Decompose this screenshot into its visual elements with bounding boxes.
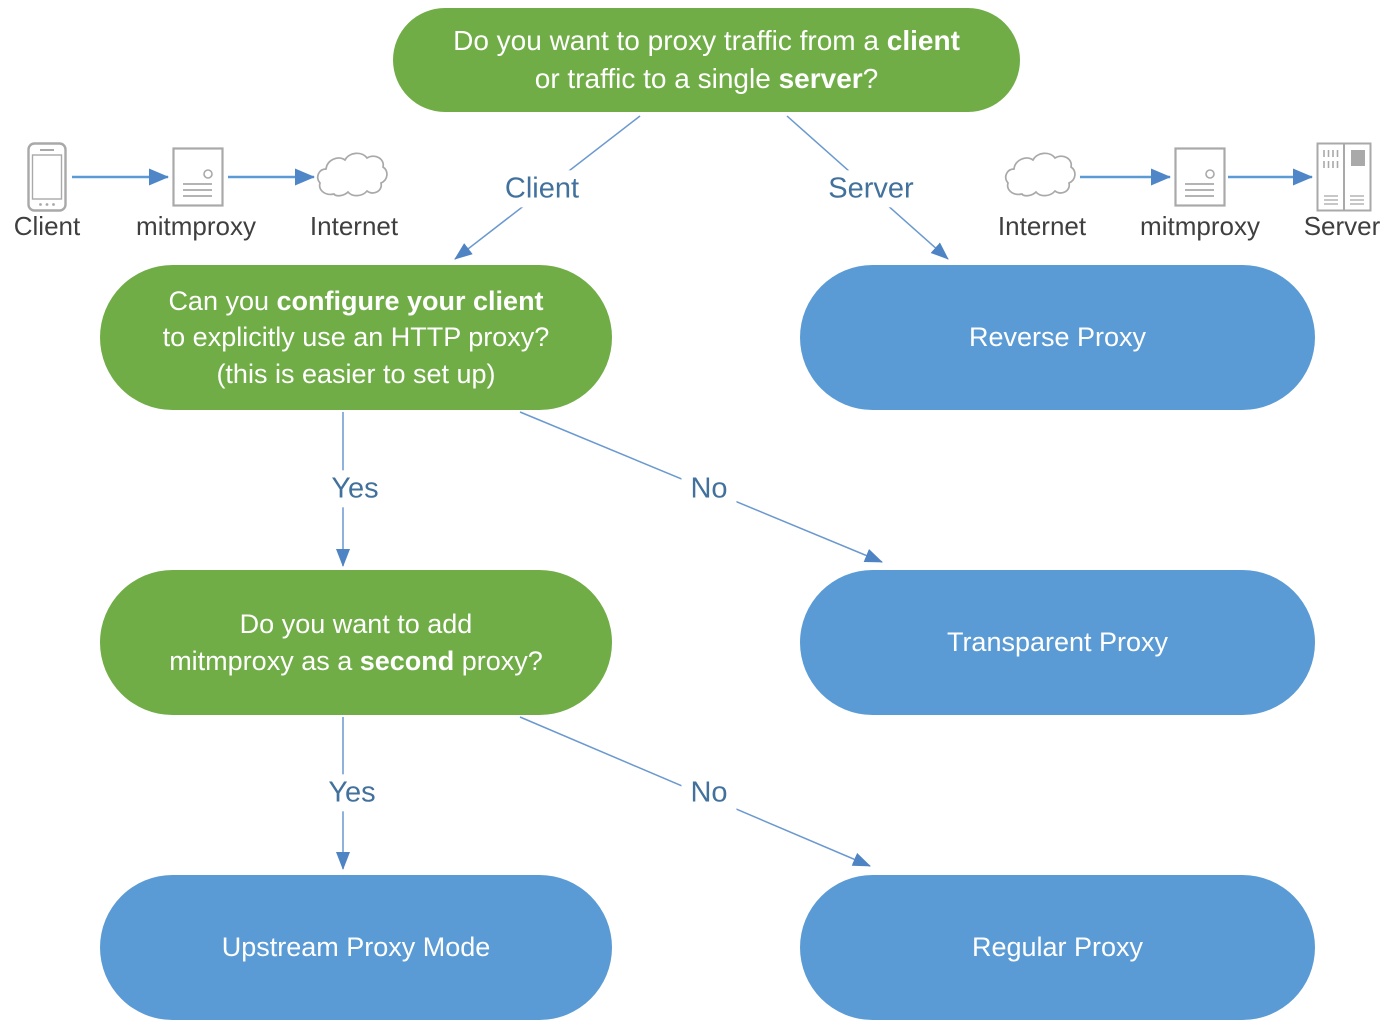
server-rack-icon — [1316, 142, 1372, 217]
icon-label-internet-left: Internet — [309, 211, 399, 241]
edge-label-yes-first: Yes — [322, 470, 388, 508]
icon-label-internet-right: Internet — [997, 211, 1087, 241]
icon-label-server: Server — [1303, 211, 1381, 241]
proxy-server-icon — [1174, 147, 1226, 212]
edge-label-server: Server — [819, 170, 923, 208]
node-reverse-proxy: Reverse Proxy — [800, 265, 1315, 410]
node-root-question: Do you want to proxy traffic from a clie… — [393, 8, 1020, 112]
internet-cloud-icon — [1004, 149, 1078, 206]
smartphone-icon — [27, 142, 67, 217]
proxy-server-icon — [172, 147, 224, 212]
node-transparent-proxy: Transparent Proxy — [800, 570, 1315, 715]
icon-label-mitmproxy-left: mitmproxy — [136, 211, 256, 241]
internet-cloud-icon — [316, 149, 390, 206]
edge-label-no-second: No — [681, 774, 737, 812]
edge-label-yes-second: Yes — [319, 774, 385, 812]
icon-label-client: Client — [13, 211, 81, 241]
node-upstream-proxy-mode: Upstream Proxy Mode — [100, 875, 612, 1020]
icon-label-mitmproxy-right: mitmproxy — [1140, 211, 1260, 241]
edge-label-client: Client — [495, 170, 589, 208]
node-regular-proxy: Regular Proxy — [800, 875, 1315, 1020]
edge-label-no-first: No — [681, 470, 737, 508]
